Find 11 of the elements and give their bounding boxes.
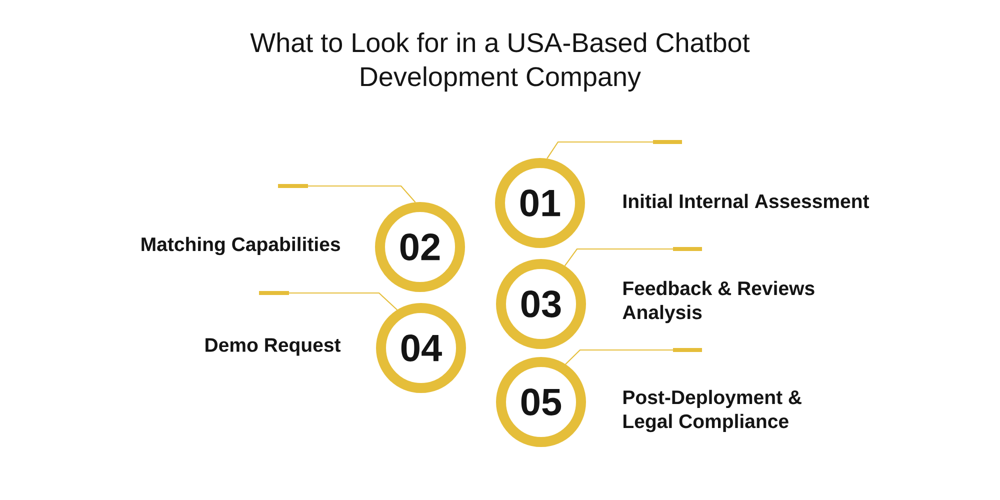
step-label: Feedback & Reviews Analysis: [622, 280, 814, 324]
step-label: Demo Request: [206, 338, 341, 356]
step-label: Post-Deployment & Legal Compliance: [624, 390, 802, 432]
leader-line: [546, 141, 654, 159]
title: What to Look for in a USA-Based Chatbot Development Company: [250, 32, 750, 92]
leader-line: [289, 292, 398, 310]
leader-line: [565, 349, 674, 365]
step-label: Matching Capabilities: [142, 236, 340, 256]
step-label: Initial Internal Assessment: [624, 194, 870, 208]
leader-line: [564, 248, 674, 266]
leader-line: [308, 185, 416, 203]
